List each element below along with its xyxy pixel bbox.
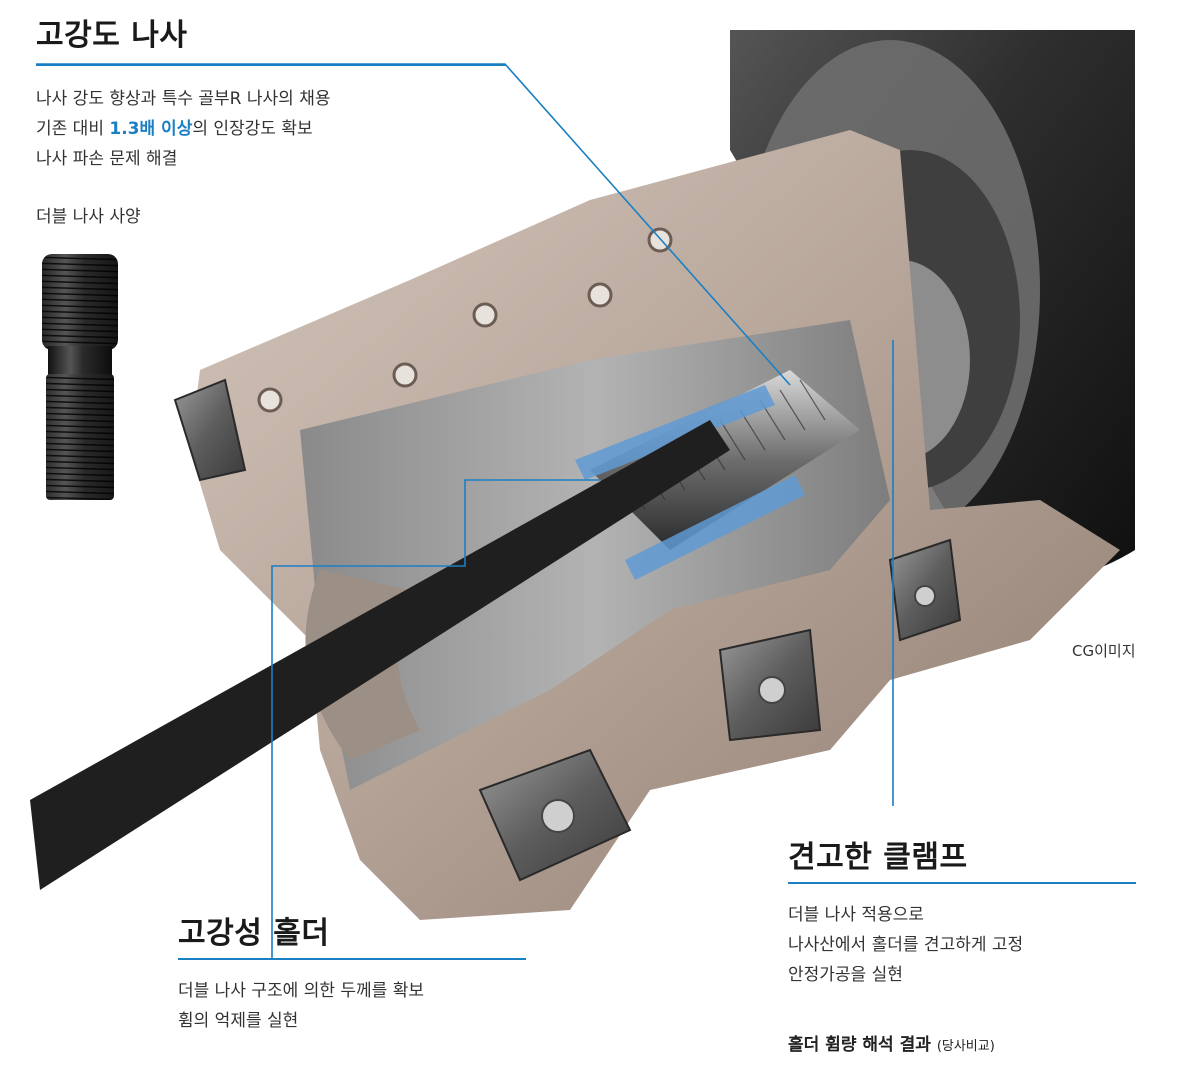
holder-cutaway-illustration [30,30,1135,920]
deflection-result-label: 홀더 휨량 해석 결과 (당사비교) [788,1035,995,1055]
clamp-line-1: 더블 나사 적용으로 [788,905,924,925]
clamp-line-2: 나사산에서 홀더를 견고하게 고정 [788,935,1024,955]
deflection-result-note: (당사비교) [936,1039,995,1054]
holder-line-2: 휨의 억제를 실현 [178,1011,299,1031]
clamp-section-rule [788,882,1136,884]
screw-section-title: 고강도 나사 [36,18,188,53]
cg-image-label: CG이미지 [1072,642,1136,660]
holder-section-title: 고강성 홀더 [178,916,330,951]
clamp-section-description: 더블 나사 적용으로 나사산에서 홀더를 견고하게 고정 안정가공을 실현 [788,900,1023,990]
clamp-line-3: 안정가공을 실현 [788,965,903,985]
holder-section-description: 더블 나사 구조에 의한 두께를 확보 휨의 억제를 실현 [178,976,424,1036]
holder-line-1: 더블 나사 구조에 의한 두께를 확보 [178,981,424,1001]
clamp-section-title: 견고한 클램프 [788,840,968,875]
holder-section-rule [178,958,526,960]
